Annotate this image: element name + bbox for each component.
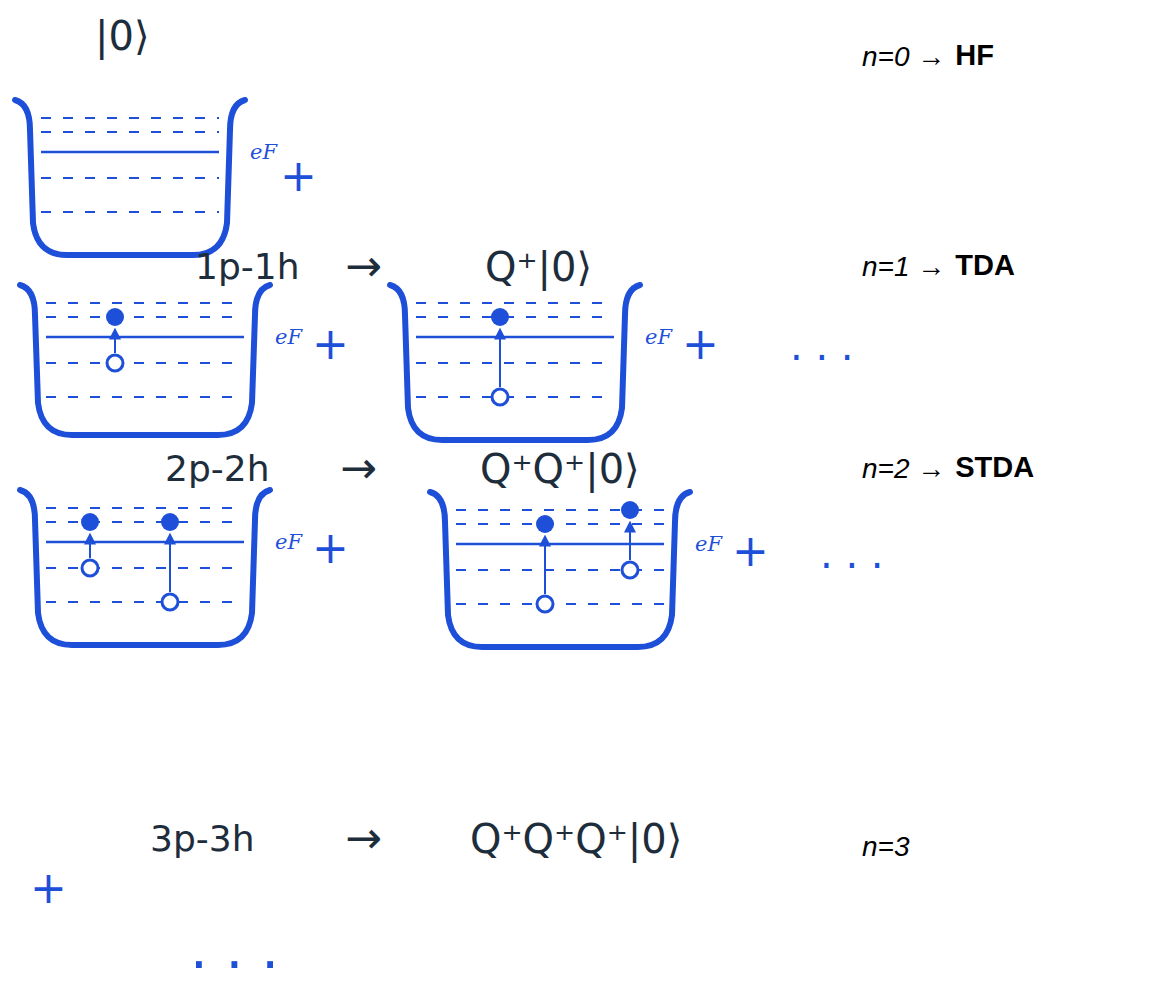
- fermi-label: eF: [695, 531, 722, 557]
- plus-sign: +: [312, 318, 349, 371]
- excitation-arrow: [544, 537, 546, 594]
- state-ket: Q⁺Q⁺|0⟩: [480, 445, 640, 493]
- ellipsis: . . .: [790, 322, 854, 370]
- hole: [162, 594, 178, 610]
- method-name: STDA: [955, 450, 1034, 485]
- order-label: n=0 →: [862, 40, 945, 74]
- fermi-level: [41, 151, 219, 154]
- fermi-level: [46, 336, 244, 339]
- energy-level: [46, 521, 244, 523]
- well-outline: [390, 285, 640, 440]
- plus-sign: +: [312, 522, 349, 575]
- state-ket: Q⁺|0⟩: [485, 243, 592, 291]
- order-label: n=3: [862, 830, 910, 864]
- state-ket: |0⟩: [95, 12, 150, 60]
- energy-level: [46, 316, 244, 318]
- hole: [622, 562, 638, 578]
- fermi-label: eF: [645, 324, 672, 350]
- order-label: n=1 →: [862, 250, 945, 284]
- state-ket: Q⁺Q⁺Q⁺|0⟩: [470, 815, 682, 863]
- energy-level: [416, 316, 614, 318]
- energy-level: [41, 117, 219, 119]
- particle: [106, 308, 124, 326]
- plus-sign: +: [30, 862, 67, 915]
- ellipsis: . . .: [820, 530, 884, 578]
- method-name: TDA: [955, 248, 1015, 283]
- particle: [491, 308, 509, 326]
- map-arrow: →: [345, 812, 382, 865]
- excitation-arrow: [499, 330, 501, 387]
- plus-sign: +: [280, 150, 317, 203]
- particle: [161, 513, 179, 531]
- energy-level: [456, 523, 664, 525]
- well-outline: [20, 285, 270, 435]
- particle: [621, 501, 639, 519]
- fermi-level: [46, 541, 244, 544]
- map-arrow: →: [345, 240, 382, 293]
- ellipsis: . . .: [190, 915, 279, 982]
- order-label: n=2 →: [862, 452, 945, 486]
- fermi-label: eF: [275, 529, 302, 555]
- well-outline: [430, 492, 690, 647]
- energy-level: [41, 211, 219, 213]
- energy-level: [41, 177, 219, 179]
- particle: [81, 513, 99, 531]
- excitation-arrow: [169, 535, 171, 592]
- well-outline: [20, 490, 270, 645]
- hole: [492, 389, 508, 405]
- fermi-level: [416, 336, 614, 339]
- particle: [536, 515, 554, 533]
- fermi-label: eF: [250, 139, 277, 165]
- energy-level: [46, 396, 244, 398]
- fermi-label: eF: [275, 324, 302, 350]
- energy-level: [46, 507, 244, 509]
- hole: [82, 560, 98, 576]
- fermi-level: [456, 543, 664, 546]
- excitation-label: 3p-3h: [150, 817, 254, 860]
- energy-level: [46, 362, 244, 364]
- energy-level: [416, 396, 614, 398]
- excitation-label: 1p-1h: [195, 245, 299, 288]
- excitation-arrow: [629, 523, 631, 560]
- plus-sign: +: [682, 318, 719, 371]
- hole: [107, 355, 123, 371]
- excitation-arrow: [89, 535, 91, 558]
- excitation-arrow: [114, 330, 116, 353]
- method-name: HF: [955, 38, 994, 73]
- energy-level: [456, 603, 664, 605]
- energy-level: [46, 601, 244, 603]
- excitation-label: 2p-2h: [165, 447, 269, 490]
- energy-level: [46, 567, 244, 569]
- map-arrow: →: [340, 442, 377, 495]
- energy-level: [46, 302, 244, 304]
- plus-sign: +: [732, 525, 769, 578]
- well-outline: [15, 100, 245, 255]
- energy-level: [41, 131, 219, 133]
- energy-level: [416, 362, 614, 364]
- hole: [537, 596, 553, 612]
- energy-level: [416, 302, 614, 304]
